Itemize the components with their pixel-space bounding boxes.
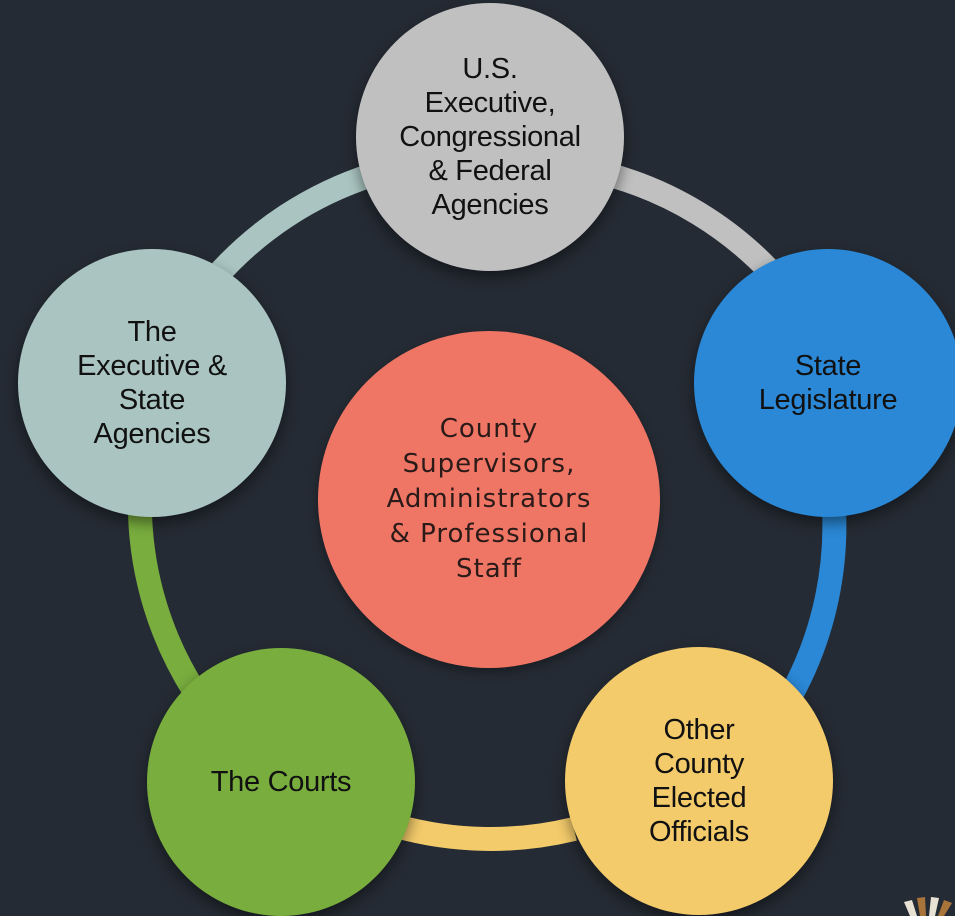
node-county-supervisors: County Supervisors, Administrators & Pro…	[318, 331, 660, 668]
node-other-county-officials-label: Other County Elected Officials	[649, 714, 749, 848]
node-federal-label: U.S. Executive, Congressional & Federal …	[399, 53, 581, 221]
node-other-county-officials: Other County Elected Officials	[565, 647, 833, 915]
node-federal: U.S. Executive, Congressional & Federal …	[356, 3, 624, 271]
node-executive-state-agencies: The Executive & State Agencies	[18, 249, 286, 517]
ring-arc-courts-to-executive	[128, 513, 206, 699]
node-state-legislature-label: State Legislature	[758, 350, 898, 416]
ring-arc-other-county-to-courts	[392, 814, 577, 851]
node-county-supervisors-label: County Supervisors, Administrators & Pro…	[386, 414, 592, 584]
node-executive-state-agencies-label: The Executive & State Agencies	[77, 316, 227, 450]
ring-arc-legislature-to-other-county	[775, 483, 847, 711]
ring-arc-executive-to-federal	[205, 163, 376, 286]
sunburst-logo-icon	[904, 897, 952, 916]
node-state-legislature: State Legislature	[694, 249, 955, 517]
node-courts-label: The Courts	[210, 766, 352, 798]
node-courts: The Courts	[147, 648, 415, 916]
